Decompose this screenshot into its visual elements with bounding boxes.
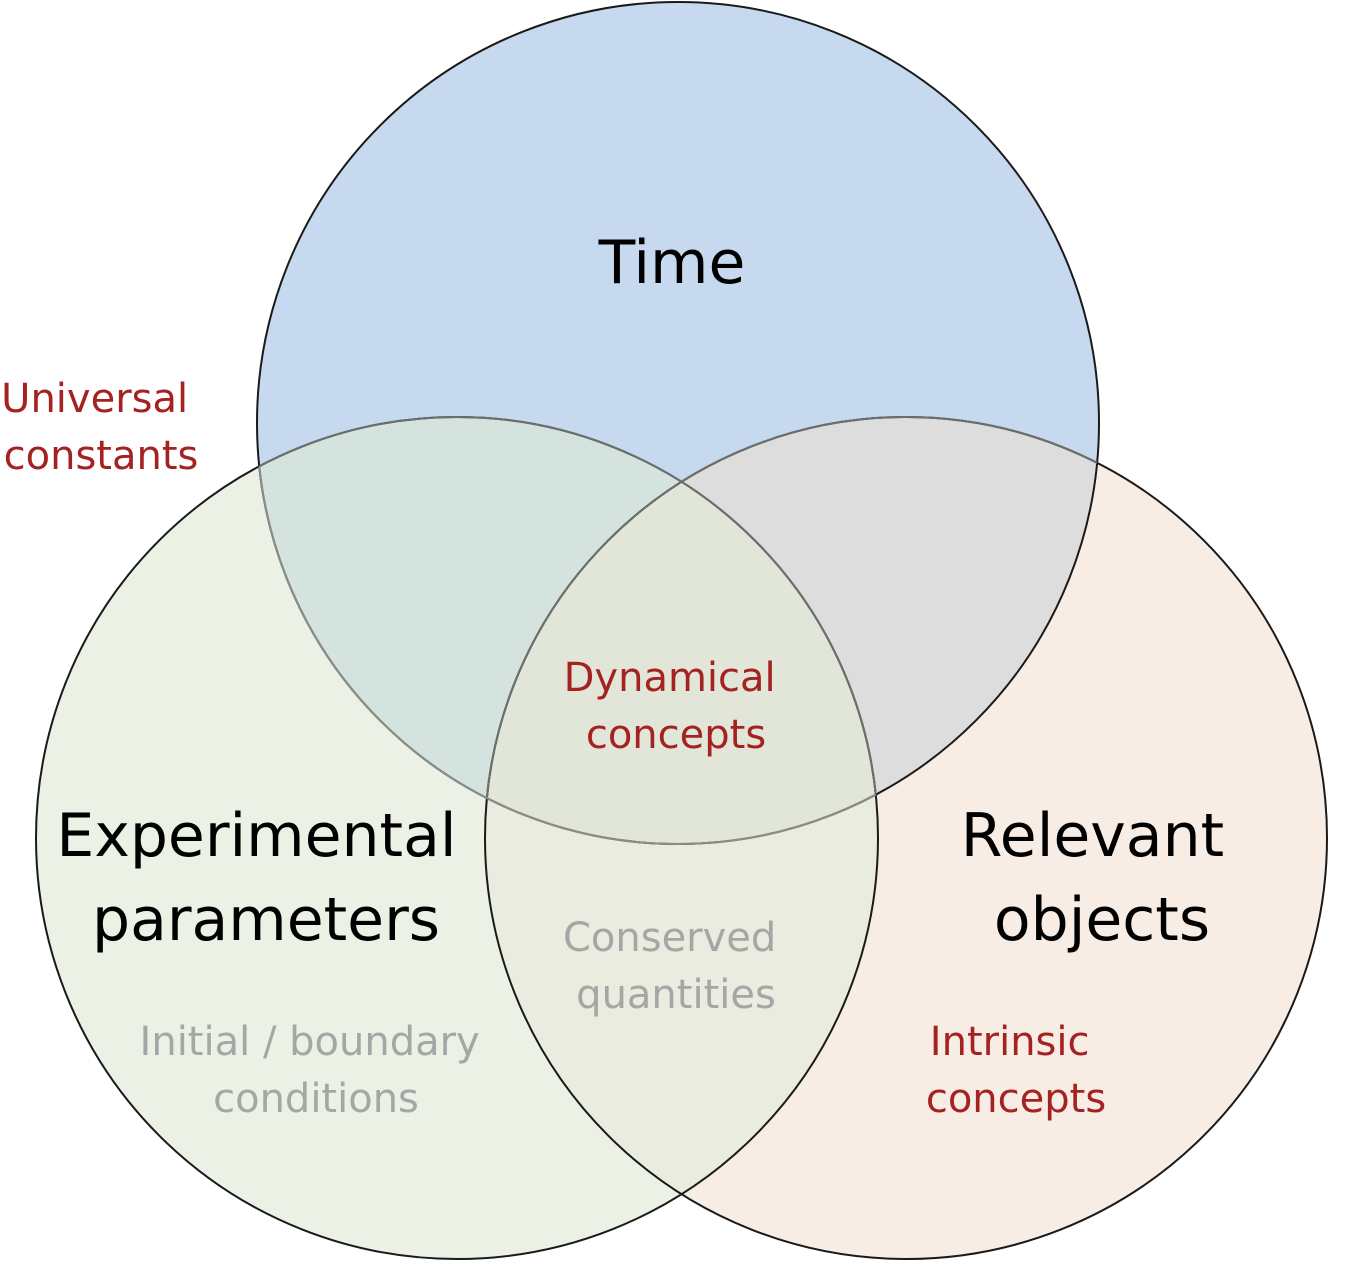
time-label: Time	[598, 228, 746, 298]
experimental-label-line-2: parameters	[92, 885, 440, 955]
conserved-quantities-label: Conserved quantities	[563, 915, 789, 1018]
relevant-label-line-1: Relevant	[961, 801, 1224, 871]
intrinsic-concepts-label: Intrinsic concepts	[926, 1019, 1106, 1122]
universal-constants-line-2: constants	[4, 433, 199, 479]
dynamical-concepts-line-2: concepts	[586, 712, 766, 758]
conserved-quantities-line-2: quantities	[576, 972, 776, 1018]
experimental-parameters-label: Experimental parameters	[56, 801, 475, 955]
intrinsic-concepts-line-2: concepts	[926, 1076, 1106, 1122]
conserved-quantities-line-1: Conserved	[563, 915, 776, 961]
relevant-objects-label: Relevant objects	[961, 801, 1243, 955]
initial-boundary-conditions-label: Initial / boundary conditions	[140, 1019, 493, 1122]
initial-boundary-line-2: conditions	[213, 1076, 419, 1122]
dynamical-concepts-label: Dynamical concepts	[564, 655, 789, 758]
dynamical-concepts-line-1: Dynamical	[564, 655, 776, 701]
experimental-label-line-1: Experimental	[56, 801, 456, 871]
universal-constants-label: Universal constants	[1, 376, 201, 479]
universal-constants-line-1: Universal	[1, 376, 188, 422]
intrinsic-concepts-line-1: Intrinsic	[930, 1019, 1090, 1065]
relevant-label-line-2: objects	[994, 885, 1210, 955]
initial-boundary-line-1: Initial / boundary	[140, 1019, 480, 1065]
